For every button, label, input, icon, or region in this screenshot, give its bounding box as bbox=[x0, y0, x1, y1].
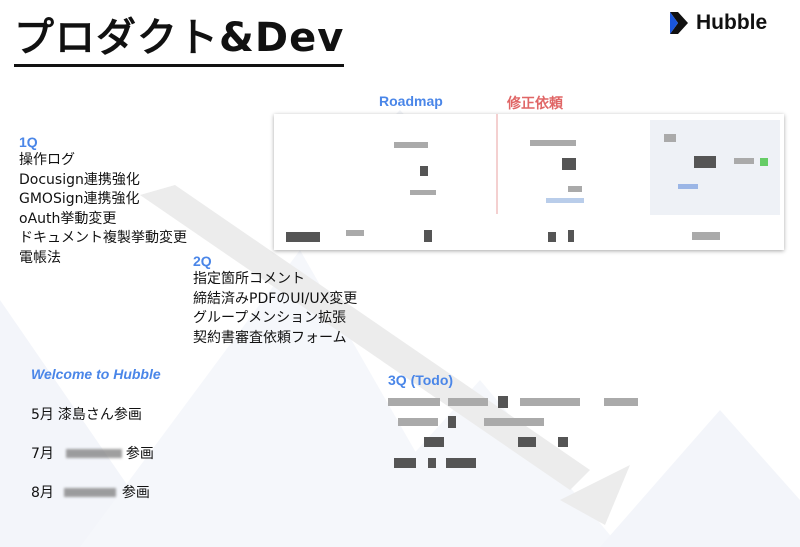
redacted-text bbox=[568, 186, 582, 192]
member-suffix: 参画 bbox=[113, 407, 142, 423]
q3-list-redacted bbox=[388, 394, 648, 472]
card-divider bbox=[496, 114, 498, 214]
list-item: 契約書審査依頼フォーム bbox=[193, 329, 347, 346]
fix-request-heading: 修正依頼 bbox=[507, 95, 563, 111]
redacted-text bbox=[760, 158, 768, 166]
q2-heading: 2Q bbox=[193, 253, 212, 269]
redacted-text bbox=[664, 134, 676, 142]
brand-name: Hubble bbox=[696, 11, 768, 34]
member-month: 8月 bbox=[31, 485, 54, 501]
member-row: 5月 漆島さん 参画 bbox=[31, 404, 142, 424]
q1-list: 操作ログ Docusign連携強化 GMOSign連携強化 oAuth挙動変更 … bbox=[19, 151, 187, 268]
list-item: 締結済みPDFのUI/UX変更 bbox=[193, 290, 358, 307]
list-item: ドキュメント複製挙動変更 bbox=[19, 230, 187, 246]
welcome-heading: Welcome to Hubble bbox=[31, 366, 161, 382]
redacted-text bbox=[420, 166, 428, 176]
redacted-text bbox=[530, 140, 576, 146]
redacted-name bbox=[63, 487, 116, 497]
member-row: 8月 参画 bbox=[31, 482, 150, 502]
redacted-text bbox=[346, 230, 364, 236]
member-month: 5月 bbox=[31, 407, 54, 423]
page-title: プロダクト&Dev bbox=[14, 14, 345, 67]
list-item: Docusign連携強化 bbox=[19, 171, 140, 188]
q2-list: 指定箇所コメント 締結済みPDFのUI/UX変更 グループメンション拡張 契約書… bbox=[193, 270, 357, 348]
redacted-text bbox=[568, 230, 574, 242]
redacted-text bbox=[678, 184, 698, 189]
list-item: oAuth挙動変更 bbox=[19, 210, 117, 227]
list-item: 電帳法 bbox=[19, 249, 61, 266]
redacted-text bbox=[562, 158, 576, 170]
redacted-text bbox=[692, 232, 720, 240]
redacted-text bbox=[410, 190, 436, 195]
q1-heading: 1Q bbox=[19, 134, 38, 150]
redacted-text bbox=[694, 156, 716, 168]
member-suffix: 参画 bbox=[125, 446, 154, 462]
q3-heading: 3Q (Todo) bbox=[388, 372, 454, 388]
list-item: GMOSign連携強化 bbox=[19, 191, 140, 207]
redacted-name bbox=[65, 448, 122, 458]
redacted-text bbox=[286, 232, 320, 242]
redacted-text bbox=[548, 232, 556, 242]
list-item: 操作ログ bbox=[19, 152, 75, 168]
roadmap-heading: Roadmap bbox=[379, 93, 443, 109]
redacted-text bbox=[546, 198, 584, 203]
hubble-mark-icon bbox=[670, 12, 688, 34]
redacted-text bbox=[394, 142, 428, 148]
member-suffix: 参画 bbox=[121, 485, 150, 501]
member-month: 7月 bbox=[31, 446, 54, 462]
list-item: グループメンション拡張 bbox=[193, 310, 347, 326]
hubble-logo: Hubble bbox=[668, 10, 767, 36]
list-item: 指定箇所コメント bbox=[193, 271, 305, 287]
redacted-text bbox=[734, 158, 754, 164]
redacted-text bbox=[424, 230, 432, 242]
roadmap-card bbox=[274, 114, 784, 250]
member-row: 7月 参画 bbox=[31, 443, 154, 463]
member-name: 漆島さん bbox=[57, 407, 114, 423]
